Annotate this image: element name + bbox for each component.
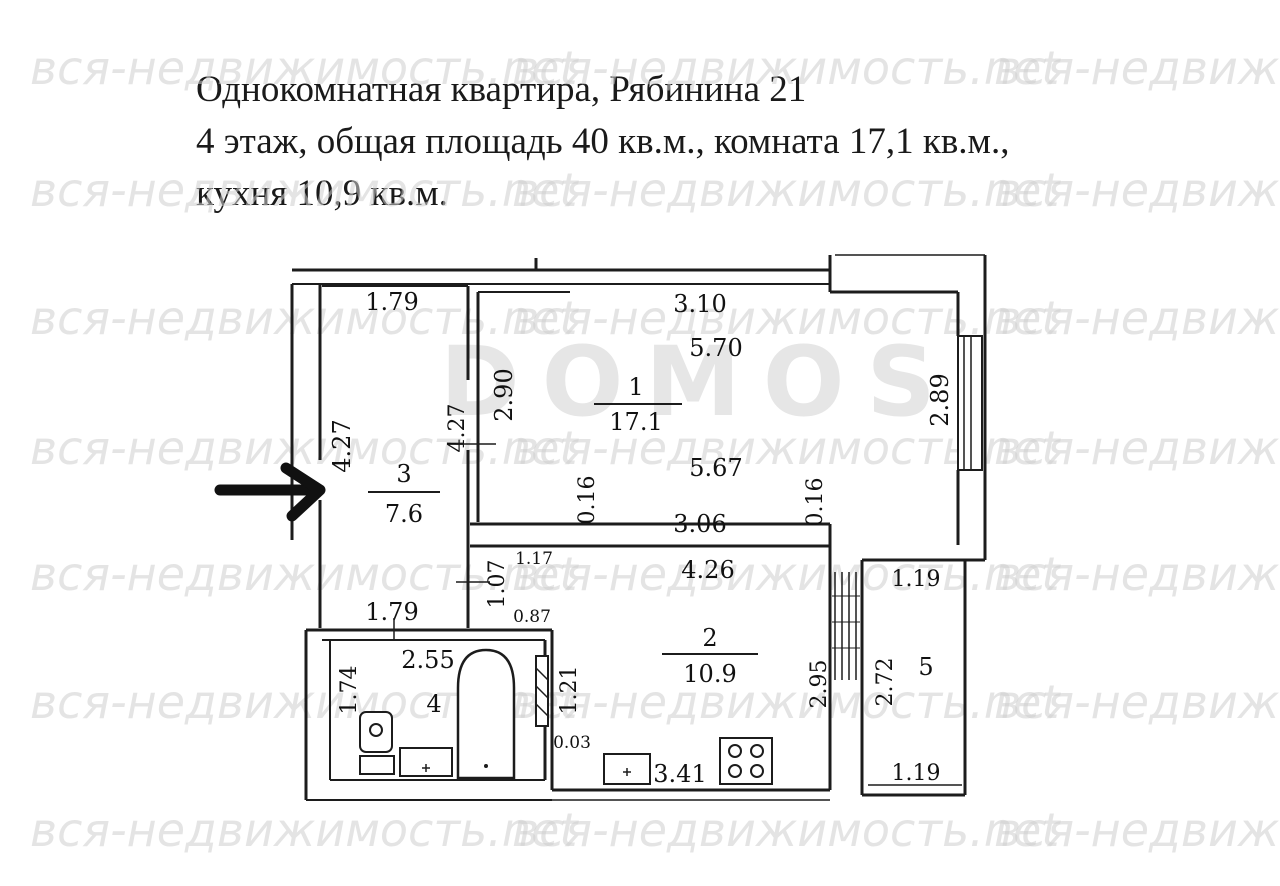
dim-bath-wall: 0.03: [553, 733, 591, 753]
room-labels: 1 17.1 2 10.9 3 7.6 4 5: [368, 373, 934, 718]
dim-room-length-bottom: 5.67: [689, 454, 742, 482]
toilet-icon: [359, 711, 395, 775]
watermark-text: вся-недвижимость.net: [994, 421, 1280, 475]
watermark-text: вся-недвижимость.net: [994, 675, 1280, 729]
entrance-arrow-icon: [214, 462, 326, 522]
watermark-text: вся-недвижимость.net: [512, 163, 1061, 217]
watermark-text: вся-недвижимость.net: [994, 547, 1280, 601]
dim-room-right: 2.89: [926, 373, 954, 426]
header-line-2: 4 этаж, общая площадь 40 кв.м., комната …: [196, 121, 1010, 162]
bathtub-icon: [456, 648, 516, 780]
watermark-text: вся-недвижимость.net: [512, 547, 1061, 601]
watermark-logo: DOMOS: [440, 326, 958, 438]
dim-kitchen-right: 2.95: [807, 660, 832, 709]
dim-kitchen-left-upper: 1.07: [485, 560, 510, 609]
watermark-text: вся-недвижимость.net: [994, 163, 1280, 217]
dim-bath-right: 1.21: [557, 666, 582, 715]
watermark-text: вся-недвижимость.net: [30, 163, 579, 217]
room-1-number: 1: [628, 373, 643, 401]
room-3-area: 7.6: [385, 500, 423, 528]
header-line-1: Однокомнатная квартира, Рябинина 21: [196, 69, 807, 110]
watermark-text: вся-недвижимость.net: [512, 803, 1061, 857]
dim-hall-bottom: 1.79: [365, 598, 418, 626]
vent-shaft-icon: [535, 655, 549, 727]
dim-loggia-top: 1.19: [892, 567, 941, 592]
room-1-area: 17.1: [609, 408, 662, 436]
room-3-number: 3: [396, 460, 411, 488]
sink-icon: [399, 747, 453, 777]
dim-hall-left: 4.27: [328, 419, 356, 472]
room-2-area: 10.9: [683, 660, 736, 688]
stove-icon: [719, 737, 773, 785]
watermark-text: вся-недвижимость.net: [994, 803, 1280, 857]
watermark-text: вся-недвижимость.net: [512, 675, 1061, 729]
dim-loggia-bottom: 1.19: [892, 761, 941, 786]
watermark-text: вся-недвижимость.net: [30, 291, 579, 345]
dim-kitchen-top: 4.26: [681, 556, 734, 584]
dim-hall-inner: 4.27: [445, 404, 470, 453]
watermark-text: вся-недвижимость.net: [30, 547, 579, 601]
dim-kitchen-corner: 0.87: [513, 607, 551, 627]
dim-bath-top: 2.55: [401, 646, 454, 674]
dim-room-length-top: 5.70: [689, 334, 742, 362]
kitchen-sink-icon: [603, 753, 651, 785]
walls: [290, 254, 987, 801]
watermark-text: вся-недвижимость.net: [994, 41, 1280, 95]
dim-room-bottom: 3.06: [673, 510, 726, 538]
room-5-number: 5: [918, 653, 933, 681]
dim-loggia-side: 2.72: [873, 658, 898, 707]
dimension-labels: 1.79 3.10 5.70 5.67 3.06 4.26 1.79 2.55 …: [328, 288, 954, 788]
watermark-text: вся-недвижимость.net: [994, 291, 1280, 345]
dim-kitchen-bottom: 3.41: [653, 760, 706, 788]
watermark-text: вся-недвижимость.net: [30, 421, 579, 475]
dim-room-pier-right: 0.16: [803, 478, 828, 527]
dim-bath-left: 1.74: [337, 666, 362, 715]
header-line-3: кухня 10,9 кв.м.: [196, 173, 448, 214]
window-icon: [957, 335, 983, 471]
dim-room-top: 3.10: [673, 290, 726, 318]
dim-hall-top: 1.79: [365, 288, 418, 316]
watermark-layer: вся-недвижимость.net вся-недвижимость.ne…: [30, 41, 1280, 857]
dimension-ticks: [393, 443, 496, 640]
dim-kitchen-left-small: 1.17: [515, 549, 553, 569]
dim-room-depth: 2.90: [490, 368, 518, 421]
watermark-text: вся-недвижимость.net: [30, 41, 579, 95]
balcony-door-icon: [832, 572, 860, 680]
room-2-number: 2: [702, 624, 717, 652]
dim-room-pier-left: 0.16: [575, 476, 600, 525]
watermark-text: вся-недвижимость.net: [30, 803, 579, 857]
plan-header: Однокомнатная квартира, Рябинина 21 4 эт…: [196, 64, 1256, 220]
room-4-number: 4: [426, 690, 441, 718]
watermark-text: вся-недвижимость.net: [512, 41, 1061, 95]
